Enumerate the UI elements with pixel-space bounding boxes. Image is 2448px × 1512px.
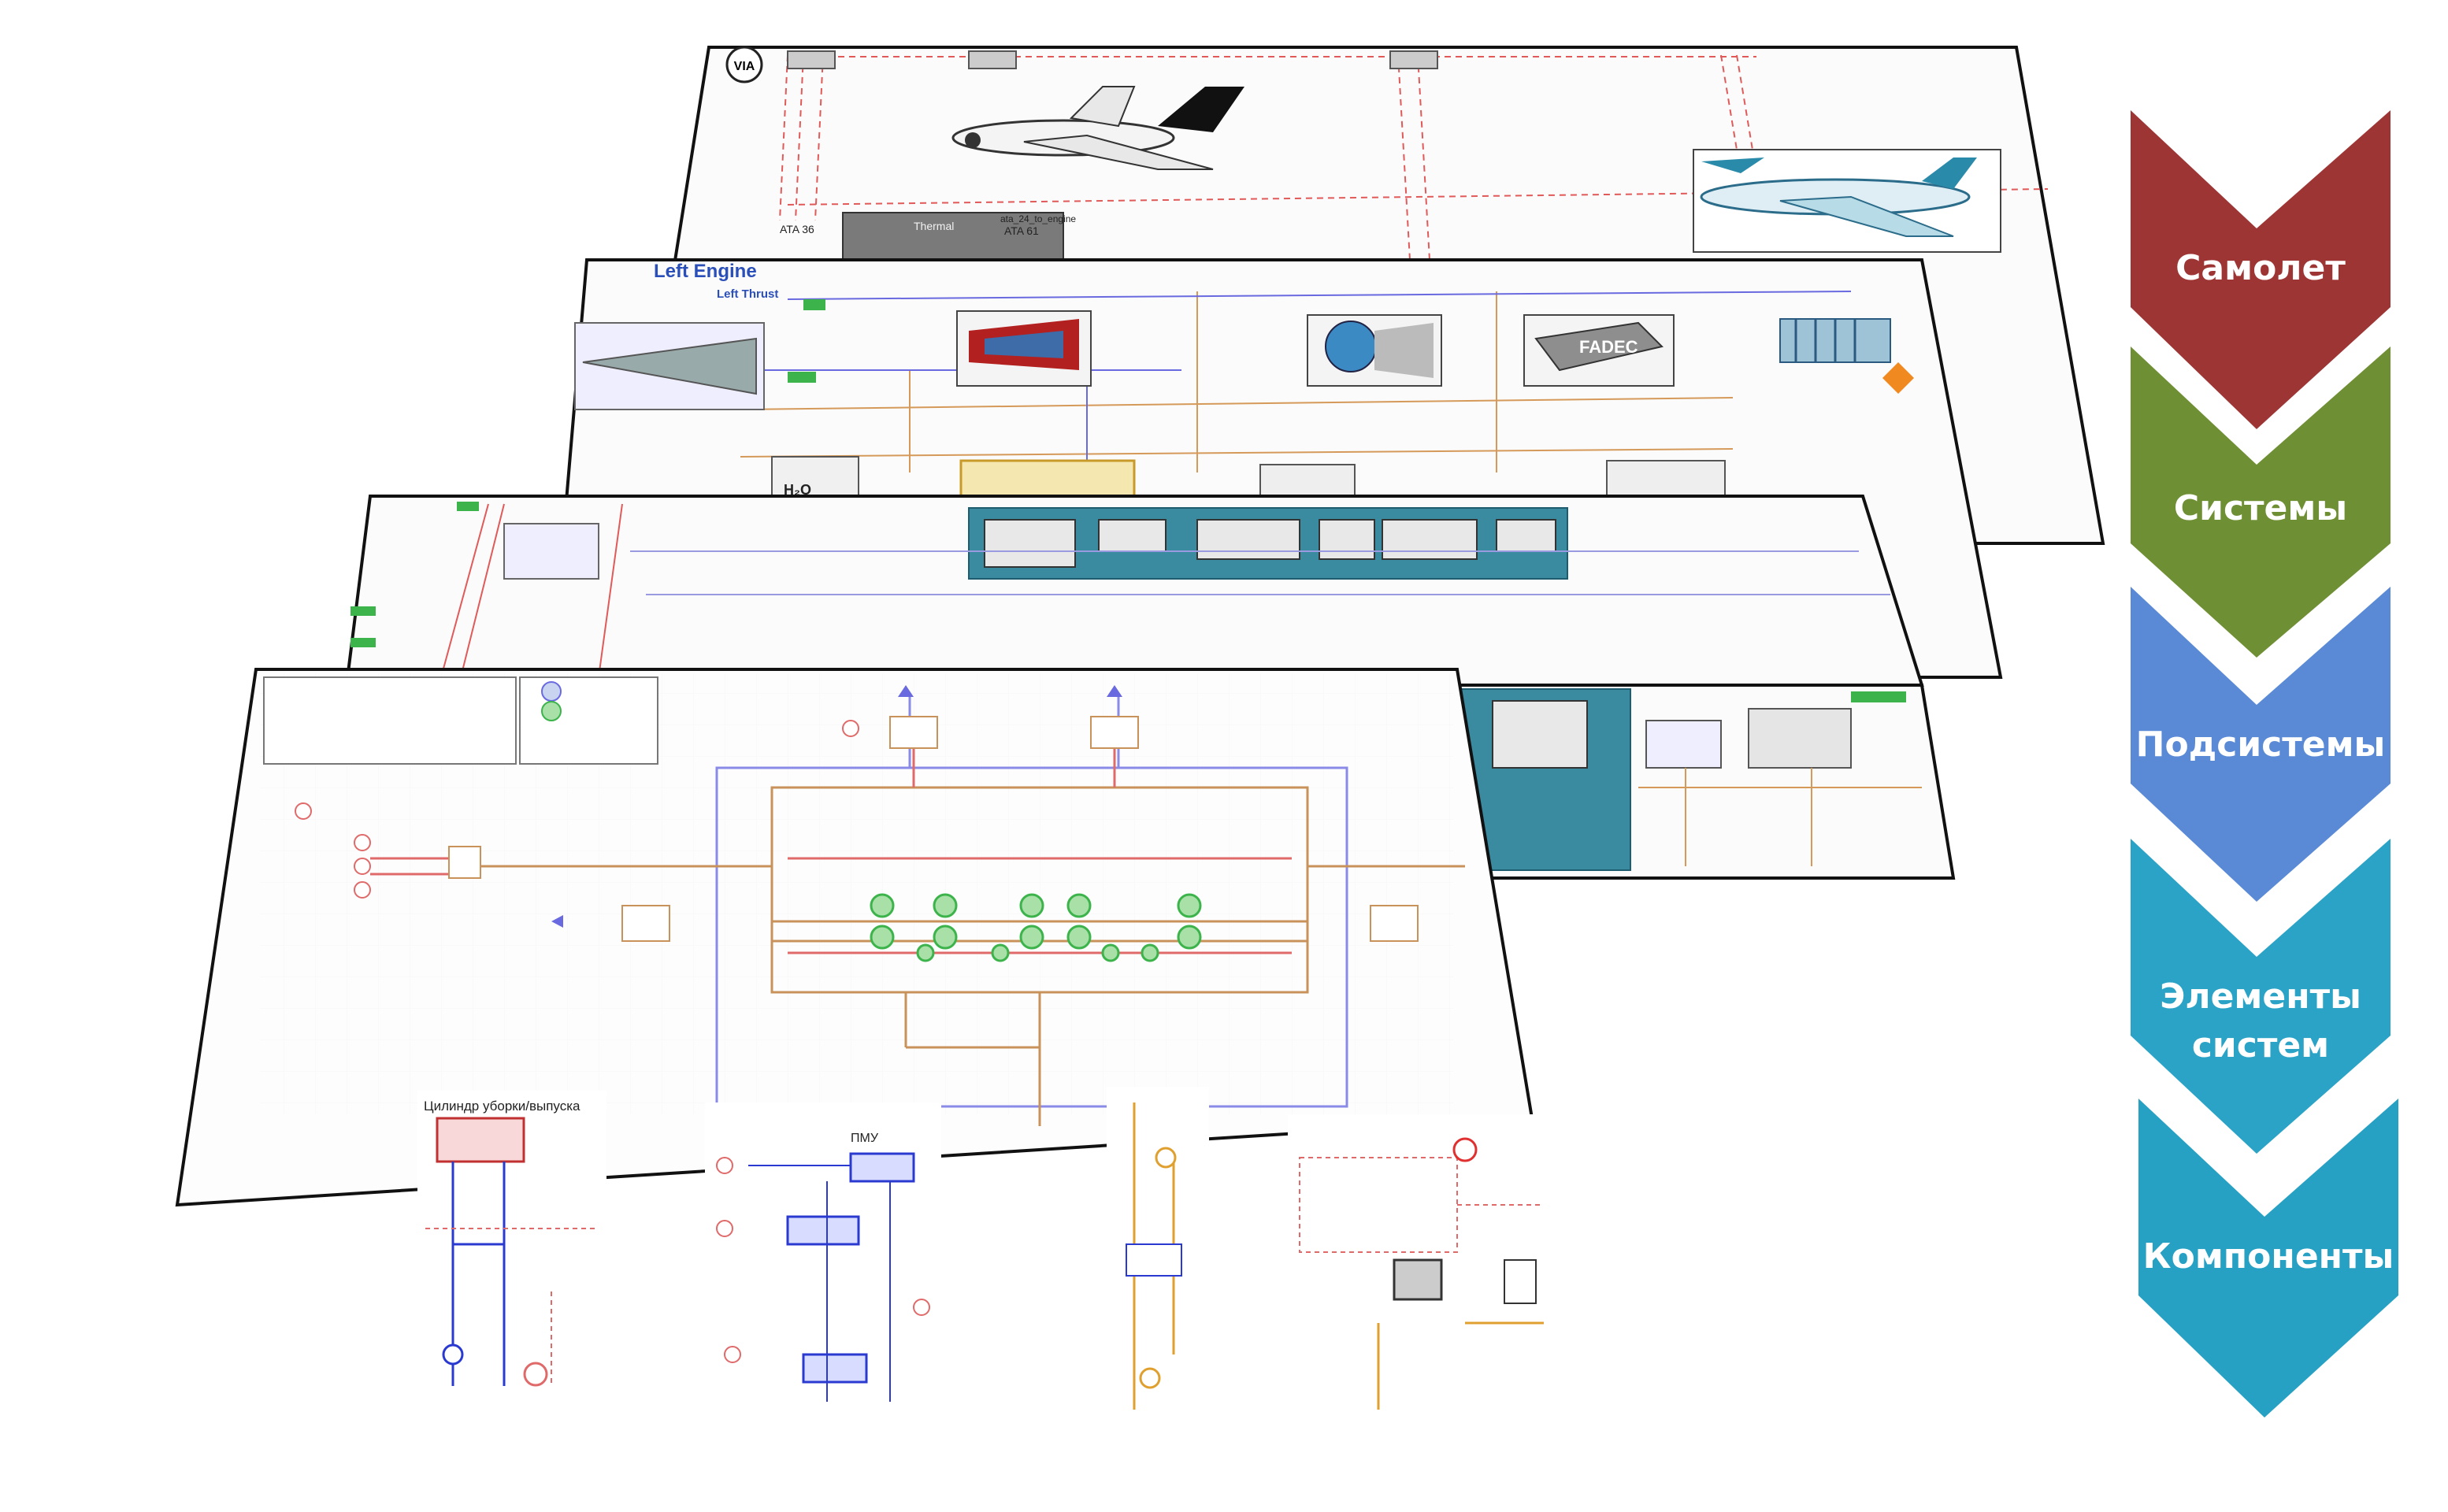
pmu-lines <box>748 1165 891 1402</box>
chevron-level-2 <box>2131 346 2391 658</box>
chevron-level-1 <box>2131 110 2391 429</box>
via-badge-text: VIA <box>734 60 755 73</box>
layer-elements <box>1416 684 1956 880</box>
schematic-left-connectors <box>295 720 859 899</box>
subsys-green-tag-1 <box>457 502 479 511</box>
level-5-label: Компоненты <box>2143 1236 2394 1277</box>
layer-components: Цилиндр уборки/выпуска ПМУ <box>417 1087 1556 1421</box>
legend-box-2 <box>519 676 658 765</box>
engine-subtitle: Left Thrust <box>717 287 778 301</box>
subsystems-thumbnails <box>984 519 1556 568</box>
pmu-blocks <box>786 1152 915 1384</box>
elements-thumbnail <box>1492 700 1588 769</box>
cylinder-valve-icon <box>523 1362 548 1387</box>
regulator-red-lines <box>1299 1157 1544 1253</box>
level-4-label-line: систем <box>2192 1025 2329 1065</box>
cylinder-red-lines <box>425 1228 599 1386</box>
layer-main-schematic <box>175 668 1534 1207</box>
layer-subsystems <box>344 495 1924 687</box>
turbofan-icon <box>574 322 765 410</box>
engine-green-tag <box>788 372 816 383</box>
level-4-label-line: Элементы <box>2160 976 2361 1017</box>
airplane-detailed-icon <box>1693 149 2001 253</box>
aircraft-connectors <box>787 50 1438 69</box>
fadec-unit-icon: FADEC <box>1523 314 1675 387</box>
schematic-blue-arrows <box>551 685 1122 928</box>
label-ata61: ATA 61 <box>1004 224 1039 237</box>
subsystems-wires-red <box>440 503 623 678</box>
airplane-icon <box>951 86 1244 170</box>
elements-block-a <box>1645 720 1722 769</box>
valve-top-icon <box>1155 1147 1177 1169</box>
regulator-side-block <box>1504 1259 1537 1304</box>
level-chevrons: Самолет Системы Подсистемы Элементы систе… <box>2131 110 2398 1418</box>
engine-title: Left Engine <box>654 261 757 282</box>
elements-block-b <box>1748 708 1852 769</box>
chevron-level-4 <box>2131 839 2391 1154</box>
pmu-label: ПМУ <box>851 1132 879 1145</box>
legend-box-1 <box>263 676 517 765</box>
nacelle-icon <box>956 310 1092 387</box>
regulator-gauge-icon <box>1452 1137 1478 1162</box>
h2o-label: H₂O <box>784 482 811 498</box>
subsys-green-tag-2 <box>351 606 376 616</box>
legend-blue-circle <box>541 681 562 702</box>
cylinder-pump-icon <box>442 1343 464 1366</box>
elements-wires <box>1638 768 1922 866</box>
subsystems-wires-blue <box>630 550 1890 595</box>
schematic-red-pipes <box>370 728 1292 954</box>
valve-bottom-icon <box>1139 1367 1161 1389</box>
level-3-label: Подсистемы <box>2136 724 2386 765</box>
fadec-label: FADEC <box>1579 337 1638 357</box>
engine-green-tag-2 <box>803 299 825 310</box>
cylinder-body <box>436 1117 525 1163</box>
regulator-yellow-lines <box>1377 1321 1544 1410</box>
elements-green-tag <box>1851 691 1906 702</box>
chevron-level-5 <box>2138 1099 2398 1418</box>
valve-body <box>1126 1243 1182 1277</box>
subsys-green-tag-3 <box>351 638 376 647</box>
schematic-valves <box>448 716 1419 942</box>
engine-wires-orange <box>740 291 1734 472</box>
heat-exchanger-icon <box>1779 318 1914 394</box>
label-ata24: ata_24_to_engine <box>1000 213 1076 224</box>
cylinder-title: Цилиндр уборки/выпуска <box>424 1099 580 1114</box>
fan-icon <box>1307 314 1442 387</box>
via-badge-icon <box>725 46 763 83</box>
label-ata36: ATA 36 <box>780 223 814 235</box>
level-1-label: Самолет <box>2175 248 2346 288</box>
chevron-level-3 <box>2131 587 2391 902</box>
level-4-label: Элементы систем <box>2160 976 2361 1065</box>
label-thermal: Thermal <box>914 220 954 232</box>
schematic-green-actuators <box>870 893 1202 962</box>
regulator-block <box>1393 1258 1443 1301</box>
level-2-label: Системы <box>2174 488 2347 528</box>
subsys-valve-block <box>503 523 599 580</box>
pmu-red-items <box>716 1157 930 1363</box>
legend-green-circle <box>541 701 562 721</box>
